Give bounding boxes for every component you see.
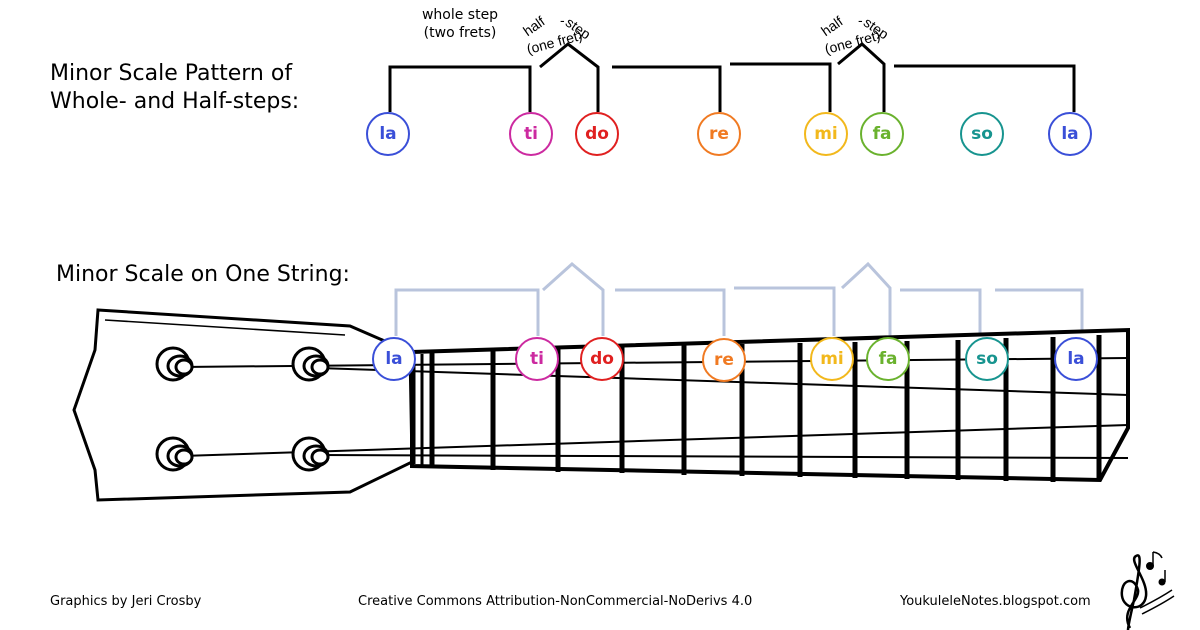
note-label: so [971, 124, 993, 144]
note-so: so [965, 337, 1009, 381]
half-step-annotation-2: half - step (one fret) [818, 12, 938, 72]
note-fa: fa [866, 337, 910, 381]
whole-step-label: whole step [421, 7, 499, 23]
note-re: re [702, 338, 746, 382]
step-bracket-top [388, 42, 1076, 112]
note-la-octave: la [1054, 337, 1098, 381]
note-label: fa [878, 349, 898, 369]
note-label: la [385, 349, 403, 369]
credit-text: Graphics by Jeri Crosby [50, 594, 202, 609]
pattern-title: Minor Scale Pattern of Whole- and Half-s… [50, 60, 299, 116]
note-do: do [580, 337, 624, 381]
note-label: ti [524, 124, 538, 144]
tuning-peg [155, 436, 194, 472]
dash-label: - [560, 12, 565, 28]
treble-clef-music-notes-icon [1120, 551, 1175, 630]
site-text: YoukuleleNotes.blogspot.com [900, 594, 1091, 609]
tuning-pegs [155, 346, 330, 472]
note-label: re [714, 350, 734, 370]
note-label: re [709, 124, 729, 144]
note-fa: fa [860, 112, 904, 156]
note-mi: mi [804, 112, 848, 156]
note-do: do [575, 112, 619, 156]
note-label: mi [820, 349, 844, 369]
whole-step-annotation: whole step (two frets) [405, 6, 515, 42]
pattern-title-line2: Whole- and Half-steps: [50, 89, 300, 114]
note-re: re [697, 112, 741, 156]
note-ti: ti [515, 337, 559, 381]
note-label: la [1067, 349, 1085, 369]
ukulele-headstock [72, 308, 414, 502]
note-label: mi [814, 124, 838, 144]
license-text: Creative Commons Attribution-NonCommerci… [358, 594, 753, 609]
note-mi: mi [810, 337, 854, 381]
note-label: fa [872, 124, 892, 144]
step-bracket-bottom [394, 261, 1084, 336]
note-la: la [366, 112, 410, 156]
half-step-annotation-1: half - step (one fret) [520, 12, 640, 72]
note-so: so [960, 112, 1004, 156]
note-la-octave: la [1048, 112, 1092, 156]
two-frets-label: (two frets) [423, 25, 497, 41]
note-label: so [976, 349, 998, 369]
note-ti: ti [509, 112, 553, 156]
tuning-peg [155, 346, 194, 382]
dash-label: - [858, 12, 863, 28]
note-label: do [590, 349, 614, 369]
one-string-title: Minor Scale on One String: [56, 262, 350, 287]
note-label: do [585, 124, 609, 144]
note-label: ti [530, 349, 544, 369]
note-label: la [379, 124, 397, 144]
note-la: la [372, 337, 416, 381]
tuning-peg [291, 346, 330, 382]
tuning-peg [291, 436, 330, 472]
note-label: la [1061, 124, 1079, 144]
pattern-title-line1: Minor Scale Pattern of [50, 61, 293, 86]
